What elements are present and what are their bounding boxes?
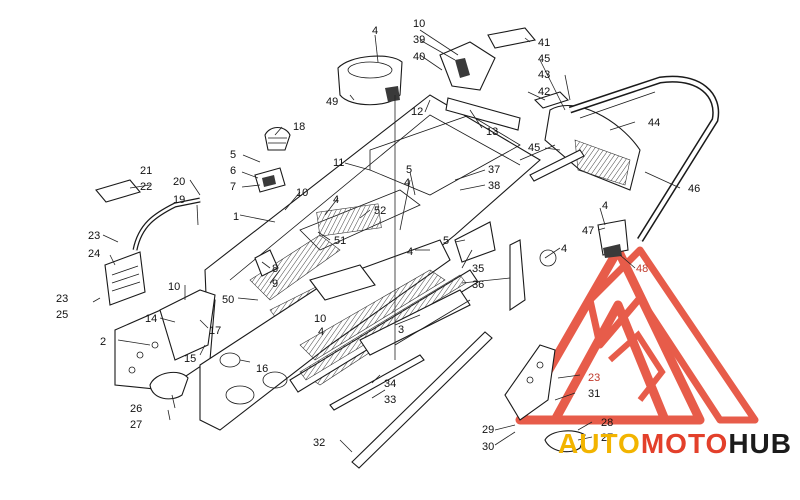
callout-10: 10 — [413, 18, 425, 30]
leader-lines — [92, 29, 681, 453]
callout-35: 35 — [472, 263, 484, 275]
callout-4: 4 — [602, 200, 608, 212]
callout-49: 49 — [326, 96, 338, 108]
callout-30: 30 — [482, 441, 494, 453]
callout-27: 27 — [130, 419, 142, 431]
callout-10: 10 — [296, 187, 308, 199]
callout-4: 4 — [407, 246, 413, 258]
callout-18: 18 — [293, 121, 305, 133]
callout-5: 5 — [406, 164, 412, 176]
left-grab-handle — [95, 179, 201, 251]
callout-31: 31 — [588, 388, 600, 400]
watermark-text: AUTO MOTO HUB — [558, 428, 792, 459]
rear-rail-assembly — [289, 264, 479, 393]
small-bracket — [254, 167, 286, 193]
top-brackets — [439, 27, 537, 91]
callout-11: 11 — [333, 157, 344, 169]
callout-1: 1 — [233, 211, 239, 223]
axle-rods — [329, 299, 493, 469]
callout-4: 4 — [404, 177, 410, 189]
callout-40: 40 — [413, 51, 425, 63]
callout-17: 17 — [209, 325, 221, 337]
rear-bumper-tube — [568, 75, 720, 242]
watermark-auto: AUTO — [558, 428, 641, 459]
callout-38: 38 — [488, 180, 500, 192]
callout-34: 34 — [384, 378, 396, 390]
seat-tray — [337, 55, 403, 106]
callout-23: 23 — [588, 372, 600, 384]
callout-6: 6 — [230, 165, 236, 177]
callout-32: 32 — [313, 437, 325, 449]
callout-22: 22 — [140, 181, 152, 193]
callout-20: 20 — [173, 176, 185, 188]
callout-4: 4 — [318, 326, 324, 338]
callout-21: 21 — [140, 165, 152, 177]
callout-4: 4 — [561, 243, 567, 255]
callout-16: 16 — [256, 363, 268, 375]
callout-27: 27 — [601, 432, 613, 444]
callout-8: 8 — [272, 263, 278, 275]
watermark-hub: HUB — [728, 428, 792, 459]
running-board-bracket — [454, 221, 557, 312]
handle-cover — [264, 126, 291, 151]
callout-39: 39 — [413, 34, 425, 46]
watermark-moto: MOTO — [640, 428, 729, 459]
callout-33: 33 — [384, 394, 396, 406]
rear-cross-member — [445, 97, 521, 131]
callout-3: 3 — [398, 324, 404, 336]
footrest — [149, 371, 189, 400]
callout-13: 13 — [486, 126, 498, 138]
callout-10: 10 — [168, 281, 180, 293]
callout-7: 7 — [230, 181, 236, 193]
callout-25: 25 — [56, 309, 68, 321]
rear-bumper-bracket — [597, 219, 629, 258]
callout-42: 42 — [538, 86, 550, 98]
rear-flap-assembly — [519, 91, 641, 191]
callout-41: 41 — [538, 37, 550, 49]
callout-23: 23 — [88, 230, 100, 242]
callout-47: 47 — [582, 225, 594, 237]
callout-24: 24 — [88, 248, 100, 260]
callout-4: 4 — [372, 25, 378, 37]
callout-52: 52 — [374, 205, 386, 217]
callout-14: 14 — [145, 313, 157, 325]
step-plate — [504, 344, 586, 453]
callout-37: 37 — [488, 164, 500, 176]
callout-labels: 1 2 3 4 4 4 4 4 4 4 5 5 5 6 7 8 9 10 10 … — [56, 18, 700, 453]
callout-15: 15 — [184, 353, 196, 365]
callout-50: 50 — [222, 294, 234, 306]
callout-45: 45 — [538, 53, 550, 65]
callout-48: 48 — [636, 263, 648, 275]
callout-9: 9 — [272, 278, 278, 290]
left-side-vent — [104, 251, 146, 306]
callout-36: 36 — [472, 279, 484, 291]
callout-12: 12 — [411, 106, 423, 118]
callout-19: 19 — [173, 194, 185, 206]
callout-28: 28 — [601, 417, 613, 429]
callout-10: 10 — [314, 313, 326, 325]
watermark-logo-icon — [515, 245, 759, 425]
callout-51: 51 — [334, 235, 346, 247]
callout-45: 45 — [528, 142, 540, 154]
callout-46: 46 — [688, 183, 700, 195]
callout-2: 2 — [100, 336, 106, 348]
callout-43: 43 — [538, 69, 550, 81]
callout-29: 29 — [482, 424, 494, 436]
callout-5: 5 — [443, 235, 449, 247]
callout-5: 5 — [230, 149, 236, 161]
callout-4: 4 — [333, 194, 339, 206]
callout-26: 26 — [130, 403, 142, 415]
callout-23: 23 — [56, 293, 68, 305]
callout-44: 44 — [648, 117, 660, 129]
